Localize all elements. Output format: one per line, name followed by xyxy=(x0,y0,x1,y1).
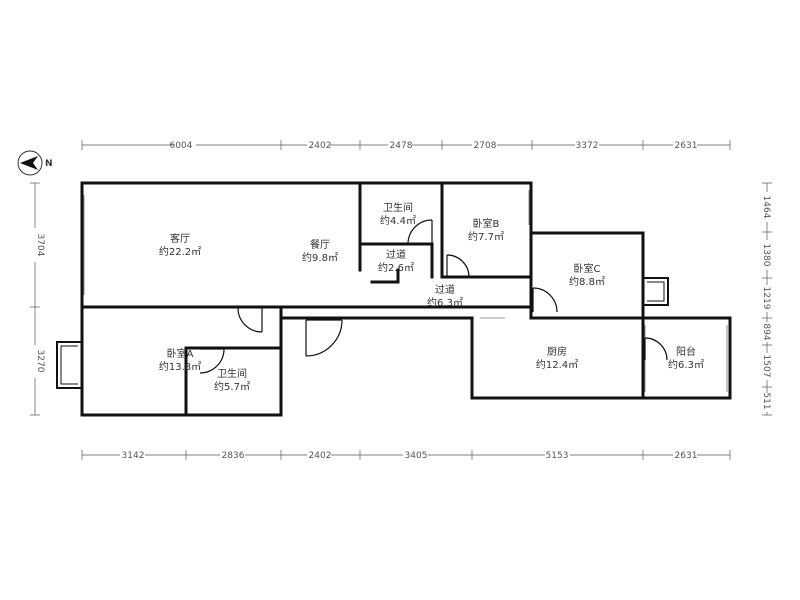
room-bath2-area: 约5.7㎡ xyxy=(214,380,250,393)
room-hall2-name: 过道 xyxy=(435,283,455,296)
room-hall1-name: 过道 xyxy=(386,248,406,261)
room-living-name: 客厅 xyxy=(170,232,190,245)
room-dining-area: 约9.8㎡ xyxy=(302,251,338,264)
dim-left-2: 3270 xyxy=(35,350,45,373)
room-dining-name: 餐厅 xyxy=(310,238,330,251)
door-bedB xyxy=(446,254,470,278)
dim-bottom-2: 2836 xyxy=(222,451,245,461)
dim-right-6: 511 xyxy=(761,392,771,409)
room-bedC-area: 约8.8㎡ xyxy=(569,275,605,288)
room-kitchen-area: 约12.4㎡ xyxy=(536,358,578,371)
room-balcony-name: 阳台 xyxy=(676,345,696,358)
left-dimension-labels: 3704 3270 xyxy=(35,234,45,373)
right-dimensions xyxy=(762,182,772,416)
compass: N xyxy=(17,150,53,176)
dim-left-1: 3704 xyxy=(35,234,45,257)
room-bedC-name: 卧室C xyxy=(574,262,601,275)
dim-right-4: 894 xyxy=(761,323,771,340)
room-hall2-area: 约6.3㎡ xyxy=(427,296,463,309)
room-balcony-area: 约6.3㎡ xyxy=(668,358,704,371)
dim-top-6: 2631 xyxy=(675,141,698,151)
room-bedA-name: 卧室A xyxy=(167,347,194,360)
room-bath2-name: 卫生间 xyxy=(217,367,247,380)
bay-windows xyxy=(56,277,669,389)
dim-right-5: 1507 xyxy=(761,355,771,378)
door-bath1 xyxy=(407,219,433,245)
room-kitchen-name: 厨房 xyxy=(547,345,567,358)
dim-top-5: 3372 xyxy=(576,141,599,151)
dim-top-2: 2402 xyxy=(309,141,332,151)
room-bath1-name: 卫生间 xyxy=(383,201,413,214)
door-bedA xyxy=(237,307,263,333)
dim-top-1: 6004 xyxy=(170,141,193,151)
top-dimension-labels: 6004 2402 2478 2708 3372 2631 xyxy=(170,141,698,151)
bottom-dimension-labels: 3142 2836 2402 3405 5153 2631 xyxy=(122,451,698,461)
room-bedA-area: 约13.8㎡ xyxy=(159,360,201,373)
door-bath2 xyxy=(199,348,225,374)
bottom-dimensions xyxy=(81,450,731,460)
north-arrow-icon xyxy=(17,150,43,176)
dim-bottom-5: 5153 xyxy=(546,451,569,461)
dim-top-3: 2478 xyxy=(390,141,413,151)
dim-bottom-6: 2631 xyxy=(675,451,698,461)
windows xyxy=(83,190,728,392)
compass-label: N xyxy=(45,159,53,169)
room-labels: 客厅 约22.2㎡ 餐厅 约9.8㎡ 卫生间 约4.4㎡ 过道 约2.6㎡ 卧室… xyxy=(159,201,704,393)
door-balcony xyxy=(644,337,668,361)
dim-bottom-1: 3142 xyxy=(122,451,145,461)
doors xyxy=(199,219,668,374)
dim-top-4: 2708 xyxy=(474,141,497,151)
room-bath1-area: 约4.4㎡ xyxy=(380,214,416,227)
room-hall1-area: 约2.6㎡ xyxy=(378,261,414,274)
dim-right-3: 1219 xyxy=(761,287,771,310)
dim-bottom-3: 2402 xyxy=(309,451,332,461)
room-living-area: 约22.2㎡ xyxy=(159,245,201,258)
room-bedB-name: 卧室B xyxy=(473,217,500,230)
walls xyxy=(80,181,732,417)
left-dimensions xyxy=(30,182,40,416)
door-bedC xyxy=(532,287,558,313)
dim-right-2: 1380 xyxy=(761,244,771,267)
dim-right-1: 1464 xyxy=(761,196,771,219)
door-hall xyxy=(305,319,343,357)
right-dimension-labels: 1464 1380 1219 894 1507 511 xyxy=(761,196,771,410)
dim-bottom-4: 3405 xyxy=(405,451,428,461)
room-bedB-area: 约7.7㎡ xyxy=(468,230,504,243)
top-dimensions xyxy=(81,140,731,150)
